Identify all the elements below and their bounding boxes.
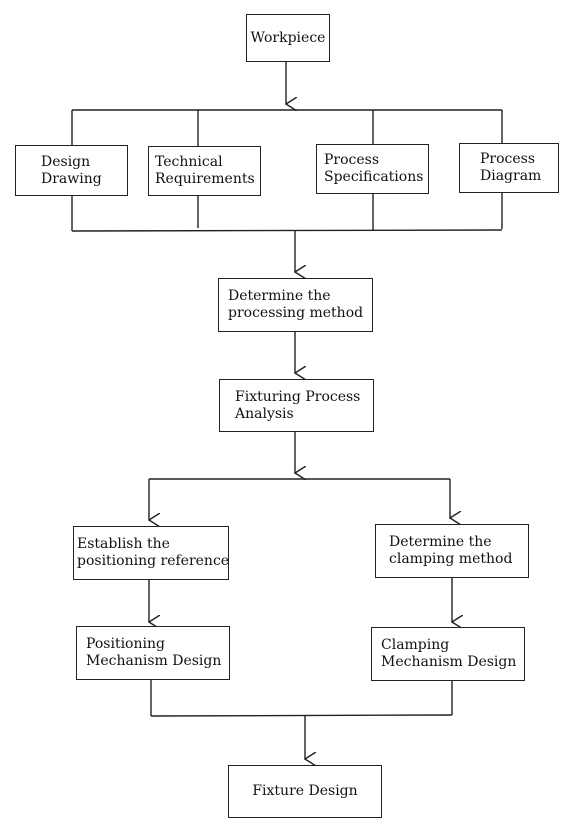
merge-bus (150, 714, 453, 717)
node-establish-positioning-reference-line-1: Establish the (77, 536, 170, 552)
node-process-specifications-line-1: Process (324, 152, 380, 168)
node-process-specifications: Process Specifications (316, 144, 429, 194)
node-positioning-mechanism-design-line-1: Positioning (86, 636, 165, 652)
node-clamping-mechanism-design-line-1: Clamping (381, 637, 450, 653)
node-process-diagram-line-2: Diagram (480, 168, 542, 184)
node-design-drawing: Design Drawing (15, 145, 128, 196)
node-fixturing-process-analysis-line-1: Fixturing Process (235, 388, 361, 405)
node-workpiece-line-1: Workpiece (250, 29, 326, 46)
node-workpiece: Workpiece (246, 14, 330, 62)
node-process-diagram-line-1: Process (480, 151, 536, 167)
node-technical-requirements-line-2: Requirements (155, 171, 255, 187)
node-determine-processing-method: Determine the processing method (218, 278, 373, 332)
node-determine-processing-method-line-1: Determine the (228, 288, 331, 304)
input-bottom-bus (71, 229, 503, 232)
node-fixturing-process-analysis: Fixturing Process Analysis (219, 379, 374, 432)
node-positioning-mechanism-design: Positioning Mechanism Design (76, 626, 230, 680)
node-clamping-mechanism-design: Clamping Mechanism Design (371, 627, 525, 681)
node-design-drawing-line-2: Drawing (41, 170, 102, 187)
node-clamping-mechanism-design-line-2: Mechanism Design (381, 654, 517, 670)
node-establish-positioning-reference-line-2: positioning reference (77, 553, 230, 569)
node-design-drawing-line-1: Design (41, 153, 91, 170)
node-establish-positioning-reference: Establish the positioning reference (73, 526, 229, 580)
node-positioning-mechanism-design-line-2: Mechanism Design (86, 653, 222, 669)
node-determine-clamping-method-line-2: clamping method (389, 551, 513, 567)
node-fixture-design-line-1: Fixture Design (252, 783, 358, 799)
node-determine-processing-method-line-2: processing method (228, 305, 364, 321)
node-process-specifications-line-2: Specifications (324, 169, 424, 185)
node-technical-requirements-line-1: Technical (155, 154, 223, 170)
node-determine-clamping-method: Determine the clamping method (375, 524, 529, 578)
node-fixturing-process-analysis-line-2: Analysis (235, 405, 294, 422)
node-fixture-design: Fixture Design (228, 765, 382, 818)
node-determine-clamping-method-line-1: Determine the (389, 534, 492, 550)
node-process-diagram: Process Diagram (459, 143, 559, 193)
node-technical-requirements: Technical Requirements (148, 146, 261, 196)
